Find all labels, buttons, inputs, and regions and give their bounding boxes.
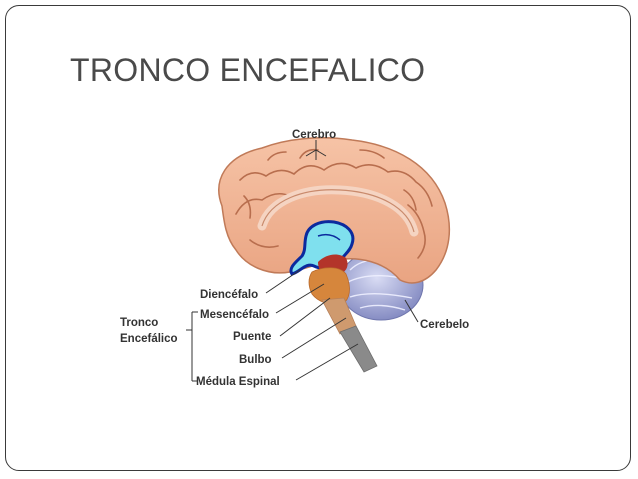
cerebrum (218, 137, 451, 284)
label-medula-espinal: Médula Espinal (196, 376, 280, 388)
label-cerebelo: Cerebelo (420, 319, 469, 331)
label-bulbo: Bulbo (239, 354, 272, 366)
slide-title: TRONCO ENCEFALICO (70, 52, 426, 88)
label-mesencefalo: Mesencéfalo (200, 309, 269, 321)
leader-lines (186, 140, 419, 382)
label-encefalico: Encefálico (120, 333, 178, 345)
label-puente: Puente (233, 331, 271, 343)
label-diencefalo: Diencéfalo (200, 289, 258, 301)
label-tronco: Tronco (120, 317, 158, 329)
label-cerebro: Cerebro (292, 129, 336, 141)
spinal-cord (339, 325, 378, 373)
